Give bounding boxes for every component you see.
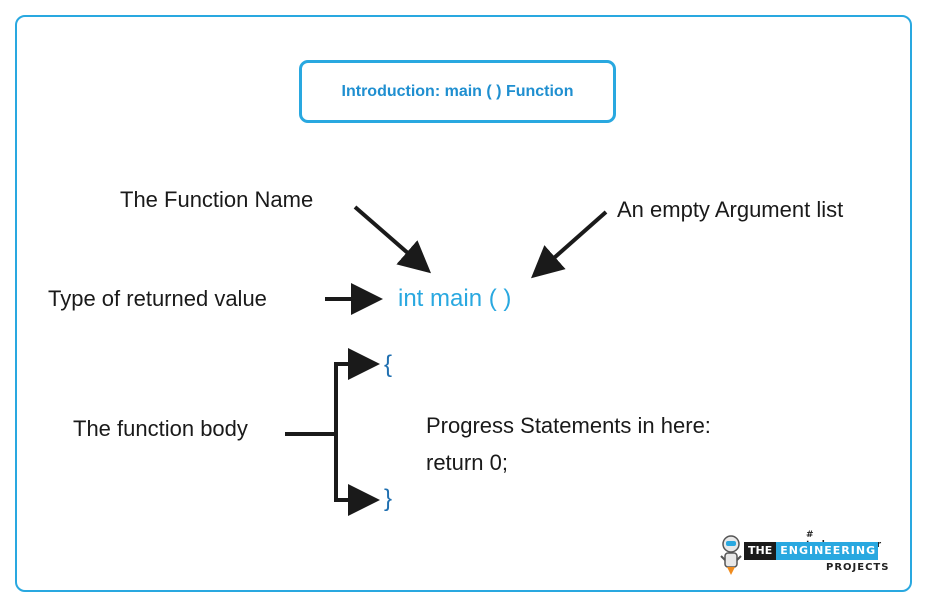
- label-function-body: The function body: [73, 416, 248, 441]
- diagram-title: Introduction: main ( ) Function: [341, 82, 574, 100]
- label-return-type: Type of returned value: [48, 286, 267, 311]
- robot-icon: [720, 535, 742, 575]
- logo-engineering: ENGINEERING: [776, 542, 878, 560]
- code-signature: int main ( ): [398, 285, 512, 312]
- diagram-frame: [15, 15, 912, 592]
- code-statement-1: Progress Statements in here:: [426, 413, 711, 438]
- label-function-name: The Function Name: [120, 187, 314, 212]
- logo-the: THE: [744, 542, 777, 560]
- arrow-function-name: [353, 205, 432, 274]
- close-brace: }: [384, 485, 393, 512]
- engineering-projects-logo: # technopreneur THE ENGINEERING PROJECTS: [716, 528, 890, 578]
- logo-projects: PROJECTS: [826, 562, 890, 573]
- open-brace: {: [384, 351, 393, 378]
- label-argument-list: An empty Argument list: [617, 197, 844, 222]
- bracket-function-body: [285, 348, 380, 516]
- title-box: Introduction: main ( ) Function: [299, 60, 616, 123]
- logo-bar: THE ENGINEERING: [744, 542, 878, 560]
- arrow-argument-list: [531, 210, 608, 279]
- code-statement-2: return 0;: [426, 450, 508, 475]
